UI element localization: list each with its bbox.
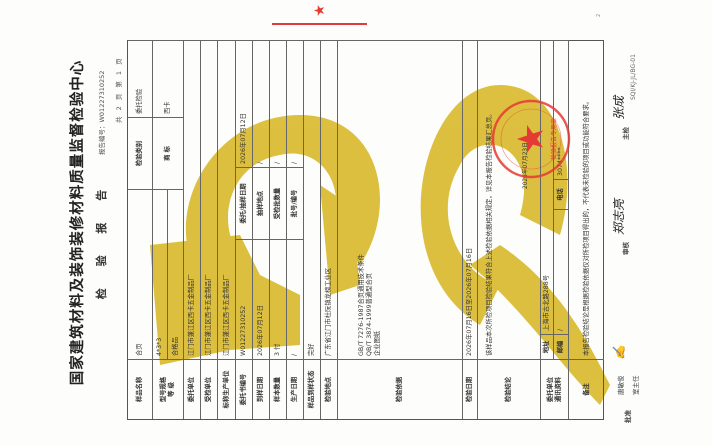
main-inspector-signature: 张成	[612, 95, 626, 120]
main-inspector-label: 主检	[622, 127, 630, 140]
label-batch-no: 批号/编号	[287, 167, 304, 239]
page-count: 共 2 页 第 1 页	[115, 56, 123, 123]
label-arrival-date: 到样日期	[253, 359, 270, 419]
label-address: 地址	[541, 334, 554, 359]
value-batch-no: /	[287, 40, 304, 167]
basis-line: QB/T 3874-1999普通型合页	[365, 272, 373, 356]
value-prod-date: /	[287, 239, 304, 359]
basis-line: GB/T 7276-1987合页通用技术条件	[358, 254, 365, 356]
value-inspected: 江门市蓬江区西卡五金制品厂	[201, 40, 218, 359]
value-test-date: 2026年07月16日至2026年07月16日	[463, 40, 478, 359]
label-quantity: 样本数量	[270, 359, 287, 419]
value-sample-name: 合页	[128, 189, 153, 359]
label-batch-qty: 受检批数量	[270, 167, 287, 239]
value-category: 委托检验	[128, 40, 153, 117]
approver-name: 唐敏俊	[617, 375, 625, 396]
center-name-title: 国家建筑材料及装饰装修材料质量监督检验中心	[70, 59, 86, 386]
label-sample-name: 样品名称	[128, 359, 153, 419]
label-category: 检验类别	[128, 117, 153, 189]
value-state: 完好	[304, 40, 321, 359]
label-prod-date: 生产日期	[287, 359, 304, 419]
report-number: 报告编号：W01227310252	[98, 70, 106, 155]
value-commission-no: W01227310252	[236, 239, 253, 359]
value-address: 上海市古北路288号	[541, 40, 554, 334]
label-inspected: 受检单位	[201, 359, 218, 419]
review-label: 审核	[622, 242, 630, 255]
label-contact: 委托单位 通讯资料	[541, 359, 569, 419]
value-grade: 合格品	[168, 189, 184, 359]
value-sampling-place: /	[253, 40, 270, 167]
label-phone: 电话	[554, 179, 569, 209]
stamp-text: 检验报告专用章	[550, 118, 558, 160]
value-arrival-date: 2026年07月12日	[253, 239, 270, 359]
value-model: 4*3*3	[153, 189, 168, 359]
value-conclusion: 该样品本次所检项目检验结果符合上述检验依据相关规定，详见本报告检验结果汇总页。 …	[478, 40, 541, 359]
value-postcode: /	[554, 209, 569, 334]
value-producer: 江门市蓬江区西卡五金制品厂	[218, 40, 236, 359]
label-remarks: 备注	[569, 359, 604, 419]
label-conclusion: 检验结论	[478, 359, 541, 419]
label-client: 委托单位	[184, 359, 201, 419]
label-commission-date: 委托/抽样日期	[236, 167, 253, 239]
basis-line: 企业图纸	[373, 330, 381, 356]
label-commission-no: 委托书编号	[236, 359, 253, 419]
value-place: 广东省江门市杜阮镇龙榜工业区	[321, 40, 338, 359]
approver-title: 室主任	[632, 375, 640, 396]
value-client: 江门市蓬江区西卡五金制品厂	[184, 40, 201, 359]
approve-label: 批准	[624, 410, 632, 423]
label-place: 检验地点	[321, 359, 338, 419]
label-sampling-place: 抽样地点	[253, 167, 270, 239]
value-commission-date: 2026年07月12日	[236, 40, 253, 167]
label-basis: 检验依据	[338, 359, 463, 419]
approver-signature: ✍	[612, 345, 626, 360]
page-mark: 2	[596, 13, 602, 17]
reviewer-signature: 郑志亮	[612, 198, 626, 235]
value-remarks: 本报告检验结论是根据检验依据仅对所检项目得出的，不代表未检验的项目或功能符合要求…	[582, 97, 590, 356]
value-batch-qty: /	[270, 40, 287, 167]
label-postcode: 邮编	[554, 334, 569, 359]
official-stamp: 检验报告专用章	[491, 99, 571, 179]
top-stamp: ★	[272, 0, 367, 25]
label-test-date: 检验日期	[463, 359, 478, 419]
value-trademark: 西卡	[153, 40, 184, 117]
value-quantity: 3 付	[270, 239, 287, 359]
label-state: 样品到样状态	[304, 359, 321, 419]
report-title: 检 验 报 告	[95, 180, 108, 300]
label-trademark: 商 标	[153, 117, 184, 189]
value-basis: GB/T 7276-1987合页通用技术条件 QB/T 3874-1999普通型…	[338, 40, 463, 359]
form-code: SQI/KJ-JL/BG-01	[630, 54, 637, 100]
label-model: 型号规格 等 级	[153, 359, 184, 419]
report-table: 样品名称 合页 检验类别 委托检验 型号规格 等 级 4*3*3 合格品 商 标…	[127, 40, 604, 420]
label-producer: 标称生产单位	[218, 359, 236, 419]
